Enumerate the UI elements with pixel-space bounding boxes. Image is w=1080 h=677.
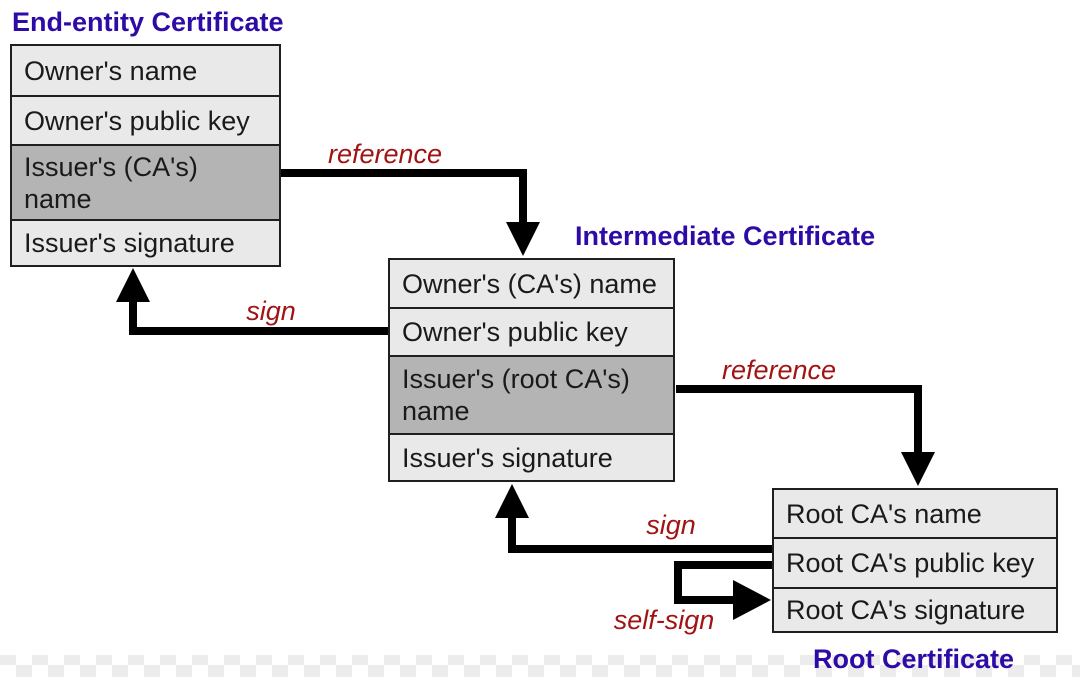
row-label: Issuer's (CA's) name: [24, 151, 198, 214]
root-ca-signature-row: Root CA's signature: [774, 587, 1056, 631]
sign-arrow-1-arrowhead-icon: [116, 268, 150, 302]
intermediate-issuer-signature-row: Issuer's signature: [390, 433, 673, 480]
row-label: Issuer's (root CA's) name: [402, 364, 630, 426]
sign-arrow-1-horizontal-segment: [133, 327, 388, 335]
reference-arrow-1-arrowhead-icon: [506, 222, 540, 256]
row-label: Owner's name: [24, 55, 198, 86]
sign-arrow-2-label: sign: [646, 510, 696, 540]
self-sign-arrow-label: self-sign: [613, 605, 715, 635]
sign-arrow-1-vertical-segment: [129, 300, 137, 335]
row-label: Issuer's signature: [24, 228, 235, 258]
row-label: Owner's public key: [24, 105, 250, 136]
intermediate-certificate-title: Intermediate Certificate: [575, 221, 876, 251]
root-ca-public-key-row: Root CA's public key: [774, 537, 1056, 587]
reference-arrow-2-arrowhead-icon: [901, 452, 935, 486]
self-sign-arrow-vertical-segment: [674, 561, 682, 604]
reference-arrow-1-horizontal-segment: [281, 169, 527, 177]
root-ca-name-row: Root CA's name: [774, 490, 1056, 537]
end-entity-issuer-signature-row: Issuer's signature: [12, 219, 279, 265]
end-entity-issuer-name-row: Issuer's (CA's) name: [12, 144, 279, 219]
reference-arrow-2-horizontal-segment: [676, 385, 922, 393]
end-entity-owner-public-key-row: Owner's public key: [12, 95, 279, 144]
transparency-checkerboard: [0, 655, 1080, 677]
self-sign-arrow-bottom-segment: [678, 596, 736, 604]
reference-arrow-2-vertical-segment: [914, 385, 922, 453]
reference-arrow-2-label: reference: [721, 355, 837, 385]
row-label: Issuer's signature: [402, 442, 613, 473]
row-label: Owner's (CA's) name: [402, 268, 657, 299]
end-entity-certificate-box: Owner's name Owner's public key Issuer's…: [10, 44, 281, 267]
row-label: Owner's public key: [402, 317, 628, 347]
row-label: Root CA's public key: [786, 548, 1035, 578]
end-entity-certificate-title: End-entity Certificate: [12, 7, 284, 37]
sign-arrow-2-arrowhead-icon: [495, 484, 529, 518]
intermediate-owner-name-row: Owner's (CA's) name: [390, 260, 673, 307]
intermediate-owner-public-key-row: Owner's public key: [390, 307, 673, 355]
reference-arrow-1-label: reference: [327, 139, 443, 169]
sign-arrow-2-horizontal-segment: [512, 545, 772, 553]
intermediate-certificate-box: Owner's (CA's) name Owner's public key I…: [388, 258, 675, 482]
root-certificate-box: Root CA's name Root CA's public key Root…: [772, 488, 1058, 633]
root-certificate-title: Root Certificate: [813, 644, 1015, 674]
self-sign-arrowhead-icon: [733, 580, 771, 620]
reference-arrow-1-vertical-segment: [519, 169, 527, 223]
self-sign-arrow-top-segment: [678, 561, 772, 569]
row-label: Root CA's signature: [786, 595, 1026, 625]
end-entity-owner-name-row: Owner's name: [12, 46, 279, 95]
sign-arrow-1-label: sign: [246, 296, 296, 326]
sign-arrow-2-vertical-segment: [508, 514, 516, 553]
row-label: Root CA's name: [786, 498, 982, 529]
intermediate-issuer-name-row: Issuer's (root CA's) name: [390, 355, 673, 433]
